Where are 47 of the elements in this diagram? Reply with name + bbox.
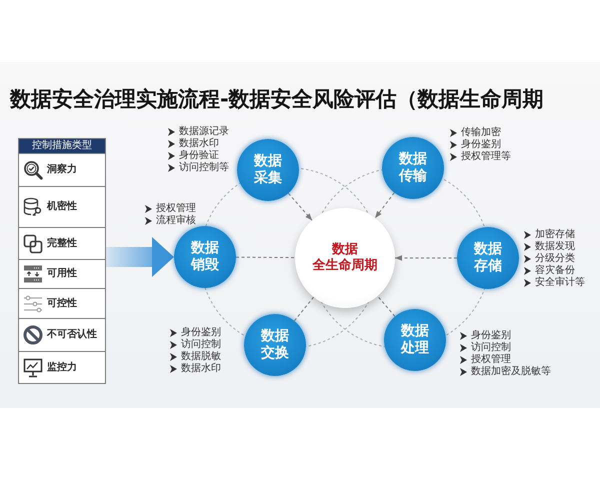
stage-label: 数据交换 xyxy=(260,328,290,362)
control-table xyxy=(18,138,106,384)
list-item: 身份鉴别 xyxy=(461,139,501,150)
stage-label: 数据存储 xyxy=(474,241,502,275)
list-item: 数据水印 xyxy=(179,138,219,150)
table-header: 控制措施类型 xyxy=(19,139,105,153)
stage-label: 数据传输 xyxy=(398,151,428,185)
row-label: 完整性 xyxy=(47,238,77,250)
stage-label: 数据销毁 xyxy=(190,240,220,274)
list-item: 安全审计等 xyxy=(535,277,585,289)
dashed-connector xyxy=(294,296,314,322)
list-item: 容灾备份 xyxy=(535,265,575,276)
list-item: 分级分类 xyxy=(535,253,575,264)
list-item: 传输加密 xyxy=(461,127,501,139)
list-item: 访问控制 xyxy=(471,342,511,354)
list-item: 加密存储 xyxy=(535,229,575,241)
dashed-connector xyxy=(377,296,396,317)
stage-label: 数据采集 xyxy=(254,153,282,187)
list-item: 数据加密及脱敏等 xyxy=(471,366,551,378)
list-item: 流程审核 xyxy=(156,215,196,227)
dashed-connector xyxy=(236,256,296,258)
list-item: 访问控制等 xyxy=(179,162,229,174)
list-item: 授权管理 xyxy=(156,203,196,214)
center-label: 数据 xyxy=(332,242,358,258)
row-label: 洞察力 xyxy=(47,164,77,176)
list-item: 数据水印 xyxy=(181,363,221,375)
row-label: 可用性 xyxy=(47,268,77,280)
list-item: 授权管理等 xyxy=(461,151,511,163)
list-item: 数据发现 xyxy=(535,241,575,252)
dashed-arrow xyxy=(374,192,395,219)
row-label: 不可否认性 xyxy=(47,329,97,341)
dashed-arrow xyxy=(394,255,458,261)
center-label: 全生命周期 xyxy=(312,258,378,274)
list-item: 授权管理 xyxy=(471,354,511,366)
list-item: 身份鉴别 xyxy=(471,330,511,342)
block-arrow xyxy=(106,237,174,277)
list-item: 身份验证 xyxy=(179,150,219,162)
row-label: 监控力 xyxy=(47,362,77,374)
row-label: 机密性 xyxy=(47,201,77,213)
stage-label: 数据处理 xyxy=(400,323,430,357)
row-label: 可控性 xyxy=(47,298,77,310)
list-item: 数据源记录 xyxy=(179,126,229,138)
list-item: 身份鉴别 xyxy=(181,327,221,338)
dashed-arrow xyxy=(288,192,313,221)
diagram-title: 数据安全治理实施流程-数据安全风险评估（数据生命周期 xyxy=(10,86,544,112)
list-item: 数据脱敏 xyxy=(181,351,221,362)
list-item: 访问控制 xyxy=(181,339,221,351)
